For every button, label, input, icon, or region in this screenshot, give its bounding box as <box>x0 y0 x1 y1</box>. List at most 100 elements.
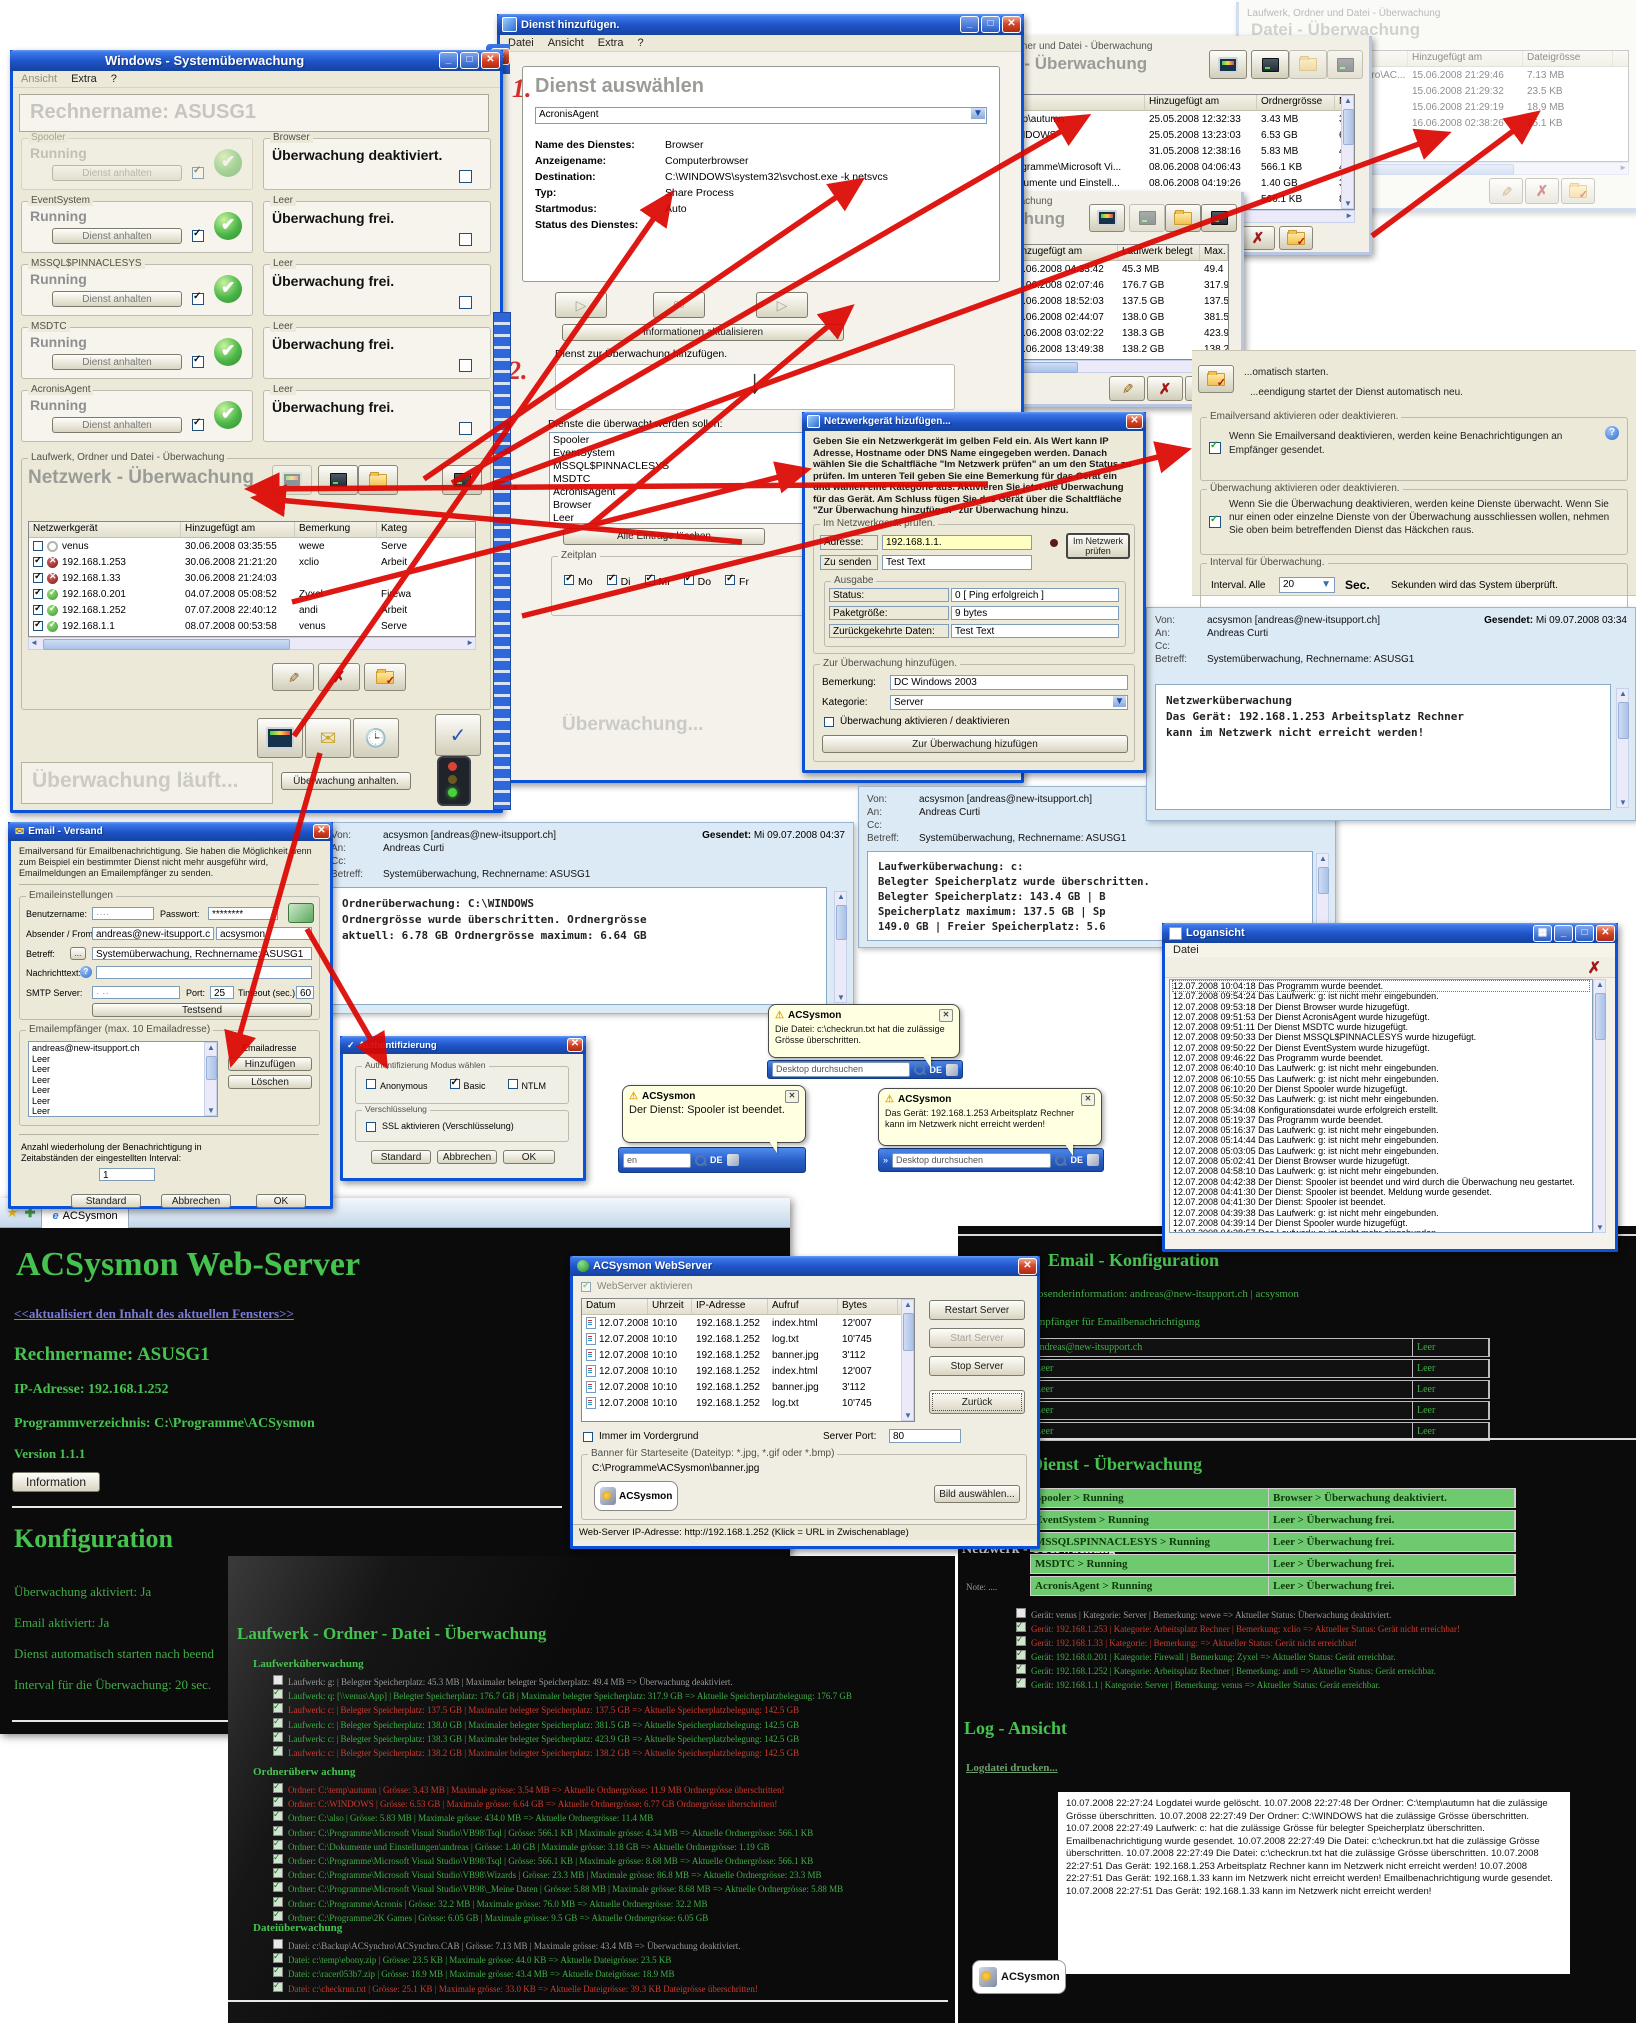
stop-monitoring-button[interactable]: Überwachung anhalten. <box>281 772 411 790</box>
abbrechen-button[interactable]: Abbrechen <box>161 1194 231 1208</box>
help-icon[interactable]: ? <box>1605 426 1619 440</box>
tray-icon[interactable] <box>1087 1154 1099 1166</box>
service-combobox[interactable]: AcronisAgent▼ <box>535 107 987 124</box>
dienst-anhalten-button[interactable]: Dienst anhalten <box>52 228 182 244</box>
desktop-search-input[interactable]: en <box>623 1152 691 1168</box>
add-favorite-icon[interactable]: ✚ <box>24 1204 36 1220</box>
webserver-enable-checkbox[interactable] <box>581 1280 591 1292</box>
column-header[interactable]: Uhrzeit <box>648 1299 692 1314</box>
adresse-input[interactable]: 192.168.1.1. <box>882 535 1032 550</box>
folder-check-icon[interactable] <box>1198 365 1234 393</box>
close-icon[interactable]: ✕ <box>785 1090 799 1103</box>
column-header[interactable]: Bytes <box>838 1299 898 1314</box>
monitor-checkbox[interactable] <box>459 296 472 309</box>
menu-datei[interactable]: Datei <box>1173 944 1199 956</box>
emailversand-checkbox[interactable] <box>1209 440 1221 454</box>
tray-icon[interactable] <box>726 1154 739 1166</box>
log-line[interactable]: 12.07.2008 06:10:20 Der Dienst Spooler w… <box>1173 1083 1408 1094</box>
play-button[interactable]: ▷ <box>555 292 607 318</box>
menu-ansicht[interactable]: Ansicht <box>547 37 584 49</box>
email-settings-button[interactable]: ✉ <box>305 718 351 758</box>
row-checkbox[interactable] <box>33 573 43 583</box>
minimize-button[interactable]: _ <box>439 52 458 69</box>
log-line[interactable]: 12.07.2008 05:50:32 Das Laufwerk: g: ist… <box>1173 1094 1439 1105</box>
service-list-item[interactable]: MSSQL$PINNACLESYS <box>553 460 670 472</box>
monitor-checkbox[interactable] <box>459 170 472 183</box>
refresh-info-button[interactable]: Informationen aktualisieren <box>562 324 844 341</box>
drive-watch-button[interactable] <box>1251 50 1289 79</box>
folder-check-icon[interactable] <box>1561 178 1595 204</box>
titlebar[interactable]: Netzwerkgerät hizufügen... ✕ <box>802 412 1146 431</box>
day-checkbox[interactable]: Mi <box>644 573 670 588</box>
report-button[interactable]: ✓ <box>435 714 481 756</box>
graph-monitor-button[interactable] <box>257 718 303 758</box>
column-header[interactable] <box>1338 51 1408 66</box>
vertical-scrollbar[interactable] <box>1616 688 1629 808</box>
close-button[interactable]: ✕ <box>481 52 500 69</box>
delete-icon[interactable]: ✗ <box>1241 226 1275 250</box>
file-watch-button[interactable] <box>1327 50 1363 79</box>
menu-help[interactable]: ? <box>637 37 644 49</box>
language-indicator[interactable]: DE <box>1070 1155 1083 1165</box>
log-line[interactable]: 12.07.2008 10:04:18 Das Programm wurde b… <box>1172 980 1590 993</box>
delete-icon[interactable]: ✗ <box>1525 178 1559 204</box>
resume-button[interactable]: ▷ <box>756 292 808 318</box>
recipient-item[interactable]: Leer <box>32 1106 51 1116</box>
network-monitor-button[interactable] <box>1089 204 1125 232</box>
log-line[interactable]: 12.07.2008 09:50:22 Der Dienst EventSyst… <box>1173 1042 1430 1053</box>
dienst-anhalten-button[interactable]: Dienst anhalten <box>52 291 182 307</box>
service-checkbox[interactable] <box>192 291 204 305</box>
close-button[interactable]: ✕ <box>313 824 330 839</box>
clear-log-icon[interactable]: ✗ <box>1587 960 1601 977</box>
column-header[interactable]: Hinzugefügt am <box>1145 95 1257 110</box>
testsend-button[interactable]: Testsend <box>92 1003 312 1017</box>
standard-button[interactable]: Standard <box>71 1194 141 1208</box>
menu-datei[interactable]: Datei <box>508 37 534 49</box>
information-button[interactable]: Information <box>12 1472 100 1492</box>
desktop-search-input[interactable]: Desktop durchsuchen <box>772 1062 911 1077</box>
checkbox[interactable] <box>606 573 617 585</box>
log-line[interactable]: 12.07.2008 04:42:38 Der Dienst: Spooler … <box>1173 1176 1575 1187</box>
log-line[interactable]: 12.07.2008 05:02:41 Der Dienst Browser w… <box>1173 1156 1410 1167</box>
titlebar[interactable]: Dienst hinzufügen. _ □ ✕ <box>497 14 1024 35</box>
ssl-checkbox[interactable] <box>366 1122 376 1132</box>
minimize-button[interactable]: _ <box>1554 924 1573 942</box>
mode-checkbox[interactable]: Basic <box>449 1077 486 1091</box>
monitor-checkbox[interactable] <box>459 233 472 246</box>
absender-input[interactable]: andreas@new-itsupport.c <box>92 927 214 940</box>
service-list-item[interactable]: AcronisAgent <box>553 486 616 498</box>
vertical-scrollbar[interactable] <box>1593 979 1606 1233</box>
search-icon[interactable] <box>695 1154 706 1166</box>
port-input[interactable]: 25 <box>210 986 234 999</box>
network-monitor-button[interactable] <box>1209 50 1247 79</box>
timeout-input[interactable]: 60 <box>296 986 314 999</box>
network-monitor-button[interactable] <box>272 465 312 495</box>
search-icon[interactable] <box>914 1064 926 1075</box>
kategorie-select[interactable]: Server▼ <box>890 695 1128 710</box>
interval-select[interactable]: 20▼ <box>1279 577 1335 593</box>
loeschen-button[interactable]: Löschen <box>228 1075 312 1089</box>
restart-server-button[interactable]: Restart Server <box>929 1300 1025 1320</box>
edit-icon[interactable]: ✎ <box>1489 178 1523 204</box>
log-list[interactable]: 12.07.2008 10:04:18 Das Programm wurde b… <box>1169 979 1593 1233</box>
day-checkbox[interactable]: Di <box>606 573 631 588</box>
log-line[interactable]: 12.07.2008 05:03:05 Das Laufwerk: g: ist… <box>1173 1145 1439 1156</box>
checkbox[interactable] <box>507 1079 518 1089</box>
